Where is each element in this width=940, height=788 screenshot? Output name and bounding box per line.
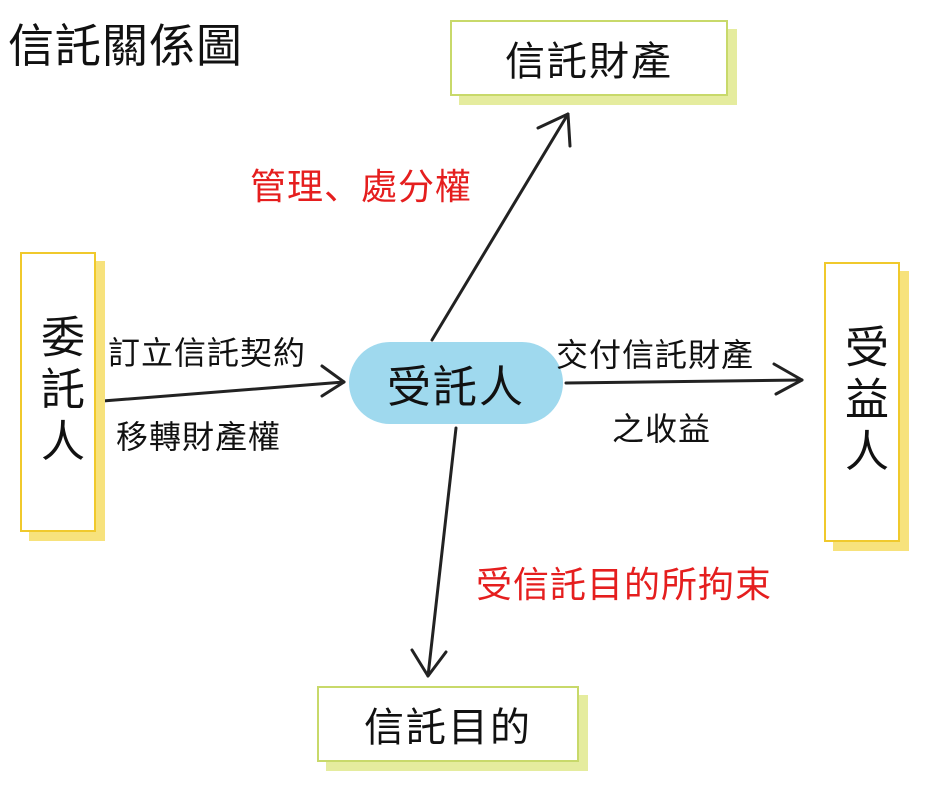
node-beneficiary-label: 受益人 [837,324,888,480]
arrow-to-trust-property [430,112,570,342]
arrowhead-trustee [320,364,346,398]
arrowhead-trust-purpose [410,648,448,678]
arrowhead-beneficiary [772,362,804,396]
diagram-title: 信託關係圖 [8,19,243,73]
node-trustee: 受託人 [349,342,563,424]
node-trust-purpose: 信託目的 [317,686,579,762]
node-trust-purpose-label: 信託目的 [364,705,532,751]
node-settlor-label: 委託人 [33,314,84,470]
edge-label-bound-by-purpose: 受信託目的所拘束 [476,565,773,606]
edge-label-transfer: 移轉財產權 [116,418,282,456]
edge-label-management-rights: 管理、處分權 [250,167,473,208]
node-beneficiary: 受益人 [824,262,900,542]
node-trust-property: 信託財產 [450,20,728,96]
node-settlor: 委託人 [20,252,96,532]
arrowhead-trust-property [536,112,572,148]
node-trust-property-label: 信託財產 [505,39,673,85]
arrow-trustee-to-beneficiary [564,378,804,385]
arrow-settlor-to-trustee [88,380,346,404]
edge-label-contract: 訂立信託契約 [108,334,307,372]
arrow-to-trust-purpose [426,426,458,678]
edge-label-income: 之收益 [612,410,712,448]
edge-label-deliver: 交付信託財產 [556,336,755,374]
